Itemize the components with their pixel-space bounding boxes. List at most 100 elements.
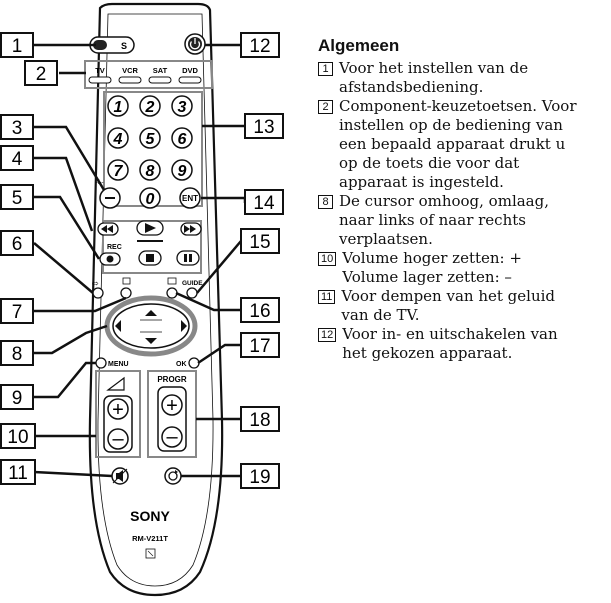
callout-6: 6: [0, 230, 34, 256]
enter-key[interactable]: ENT: [179, 187, 201, 209]
component-key-sat[interactable]: SAT: [148, 66, 172, 84]
cursor-left-button[interactable]: [115, 320, 121, 332]
callout-16: 16: [240, 297, 280, 323]
digit-key-2[interactable]: 2: [139, 95, 161, 117]
svg-text:DVD: DVD: [182, 66, 198, 75]
digit-key-4[interactable]: 4: [107, 127, 129, 149]
description-line: naar links of naar rechts: [339, 211, 526, 229]
callout-1: 1: [0, 32, 34, 58]
record-button[interactable]: REC: [99, 244, 122, 266]
svg-text:6: 6: [178, 131, 187, 148]
callout-leaders: [31, 43, 247, 478]
svg-text:4: 4: [12, 149, 23, 170]
digit-key-5[interactable]: 5: [139, 127, 161, 149]
cursor-up-button[interactable]: [145, 310, 157, 316]
svg-text:3: 3: [178, 99, 187, 116]
component-key-vcr[interactable]: VCR: [118, 66, 142, 84]
callout-17: 17: [240, 332, 280, 358]
description-line: van de TV.: [341, 306, 420, 324]
digit-key-9[interactable]: 9: [171, 159, 193, 181]
svg-text:⇨: ⇨: [92, 279, 99, 288]
component-keys-frame: [84, 60, 213, 89]
callout-18: 18: [240, 406, 280, 432]
svg-text:11: 11: [8, 463, 28, 484]
program-up-button[interactable]: +: [161, 394, 183, 417]
description-line: afstandsbediening.: [339, 78, 484, 96]
rewind-button[interactable]: [97, 222, 119, 236]
rec-label: REC: [107, 244, 122, 251]
svg-text:VCR: VCR: [122, 66, 138, 75]
svg-text:+: +: [112, 399, 124, 421]
power-button[interactable]: [184, 33, 206, 55]
callout-12: 12: [240, 32, 280, 58]
stop-button[interactable]: [138, 250, 162, 266]
svg-text:0: 0: [146, 191, 155, 208]
volume-down-button[interactable]: –: [107, 428, 129, 450]
svg-text:TV: TV: [95, 66, 105, 75]
component-key-dvd[interactable]: DVD: [178, 66, 202, 84]
callout-7: 7: [0, 298, 34, 324]
digit-key-6[interactable]: 6: [171, 127, 193, 149]
cursor-right-button[interactable]: [181, 320, 187, 332]
callout-4: 4: [0, 145, 34, 171]
description-line: Voor het instellen van de: [339, 59, 529, 77]
section-title: Algemeen: [318, 36, 400, 55]
svg-text:3: 3: [12, 118, 23, 139]
svg-text:–: –: [112, 428, 124, 450]
svg-text:5: 5: [12, 188, 23, 209]
svg-text:9: 9: [12, 388, 23, 409]
digit-key-7[interactable]: 7: [107, 159, 129, 181]
description-line: verplaatsen.: [339, 230, 433, 248]
progr-label: PROGR: [157, 375, 187, 384]
svg-text:19: 19: [249, 467, 270, 488]
callout-11: 11: [0, 459, 36, 485]
s-switch-label: S: [121, 41, 127, 51]
model-number: RM-V211T: [132, 534, 168, 543]
description-line: op de toets die voor dat: [339, 154, 520, 172]
component-key-tv[interactable]: TV: [88, 66, 112, 84]
svg-text:ENT: ENT: [182, 194, 198, 203]
svg-text:17: 17: [249, 336, 270, 357]
svg-text:14: 14: [253, 193, 275, 214]
description-line: Voor dempen van het geluid: [341, 287, 556, 305]
digit-key-8[interactable]: 8: [139, 159, 161, 181]
play-button[interactable]: [136, 220, 164, 236]
volume-frame: [95, 370, 141, 458]
pause-button[interactable]: [176, 250, 200, 266]
svg-text:5: 5: [146, 131, 156, 148]
svg-text:8: 8: [12, 344, 23, 365]
description-item: 10 Volume hoger zetten: +Volume lager ze…: [318, 249, 608, 287]
cursor-down-button[interactable]: [145, 338, 157, 344]
mute-button[interactable]: [111, 467, 129, 485]
digit-key-3[interactable]: 3: [171, 95, 193, 117]
s-switch[interactable]: S: [89, 36, 135, 54]
tv-video-button[interactable]: [164, 467, 182, 485]
description-line: een bepaald apparaat drukt u: [339, 135, 566, 153]
description-item: 8 De cursor omhoog, omlaag,naar links of…: [318, 192, 608, 249]
callout-5: 5: [0, 184, 34, 210]
svg-text:10: 10: [7, 427, 28, 448]
guide-label: GUIDE: [182, 280, 203, 287]
svg-text:18: 18: [249, 410, 270, 431]
brand-logo: SONY: [130, 508, 170, 524]
digit-key-1[interactable]: 1: [107, 95, 129, 117]
svg-text:1: 1: [114, 99, 123, 116]
callout-10: 10: [0, 423, 36, 449]
program-frame: [147, 370, 197, 458]
callout-13: 13: [244, 113, 284, 139]
svg-text:1: 1: [12, 36, 23, 57]
description-line: instellen op de bediening van: [339, 116, 563, 134]
svg-text:SAT: SAT: [153, 66, 168, 75]
item-number: 10: [318, 252, 337, 266]
item-number: 11: [318, 290, 336, 304]
cursor-pad[interactable]: [104, 295, 198, 357]
fast-forward-button[interactable]: [180, 222, 202, 236]
program-down-button[interactable]: –: [161, 426, 183, 448]
digit-key-0[interactable]: 0: [139, 187, 161, 209]
volume-up-button[interactable]: +: [107, 398, 129, 421]
ok-label: OK: [176, 361, 187, 368]
